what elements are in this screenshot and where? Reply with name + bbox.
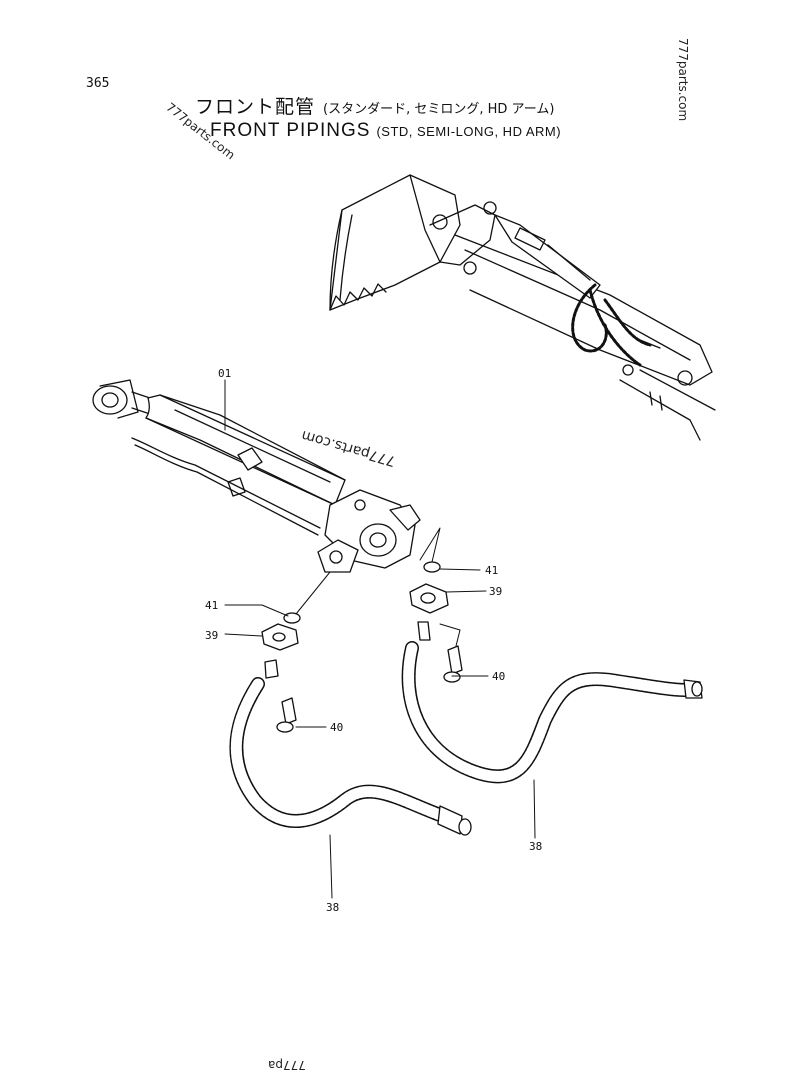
hose-right (401, 621, 703, 784)
title-english: FRONT PIPINGS (STD, SEMI-LONG, HD ARM) (210, 120, 561, 142)
title-english-main: FRONT PIPINGS (210, 120, 371, 141)
title-japanese: フロント配管 (スタンダード, セミロング, HD アーム) (195, 92, 554, 119)
callout-39-left: 39 (205, 629, 218, 642)
title-japanese-main: フロント配管 (195, 96, 316, 118)
title-japanese-sub: (スタンダード, セミロング, HD アーム) (323, 102, 555, 117)
callout-40-right: 40 (492, 670, 505, 683)
page-number: 365 (86, 76, 110, 91)
o-ring-right (423, 561, 441, 573)
leader-lines (224, 379, 536, 899)
callout-41-left: 41 (205, 599, 218, 612)
flange-right (409, 583, 449, 614)
callout-40-left: 40 (330, 721, 343, 734)
callout-38-left: 38 (326, 901, 339, 914)
callout-01: 01 (218, 367, 231, 380)
bolt-left (276, 697, 297, 733)
callout-38-right: 38 (529, 840, 542, 853)
callout-41-right: 41 (485, 564, 498, 577)
excavator-front-overview (329, 174, 716, 441)
bolt-right (443, 645, 463, 683)
cylinder-assembly (92, 379, 421, 573)
o-ring-left (283, 612, 301, 624)
hose-left (229, 659, 472, 836)
flange-left (261, 623, 299, 651)
callout-39-right: 39 (489, 585, 502, 598)
title-english-sub: (STD, SEMI-LONG, HD ARM) (376, 124, 562, 139)
